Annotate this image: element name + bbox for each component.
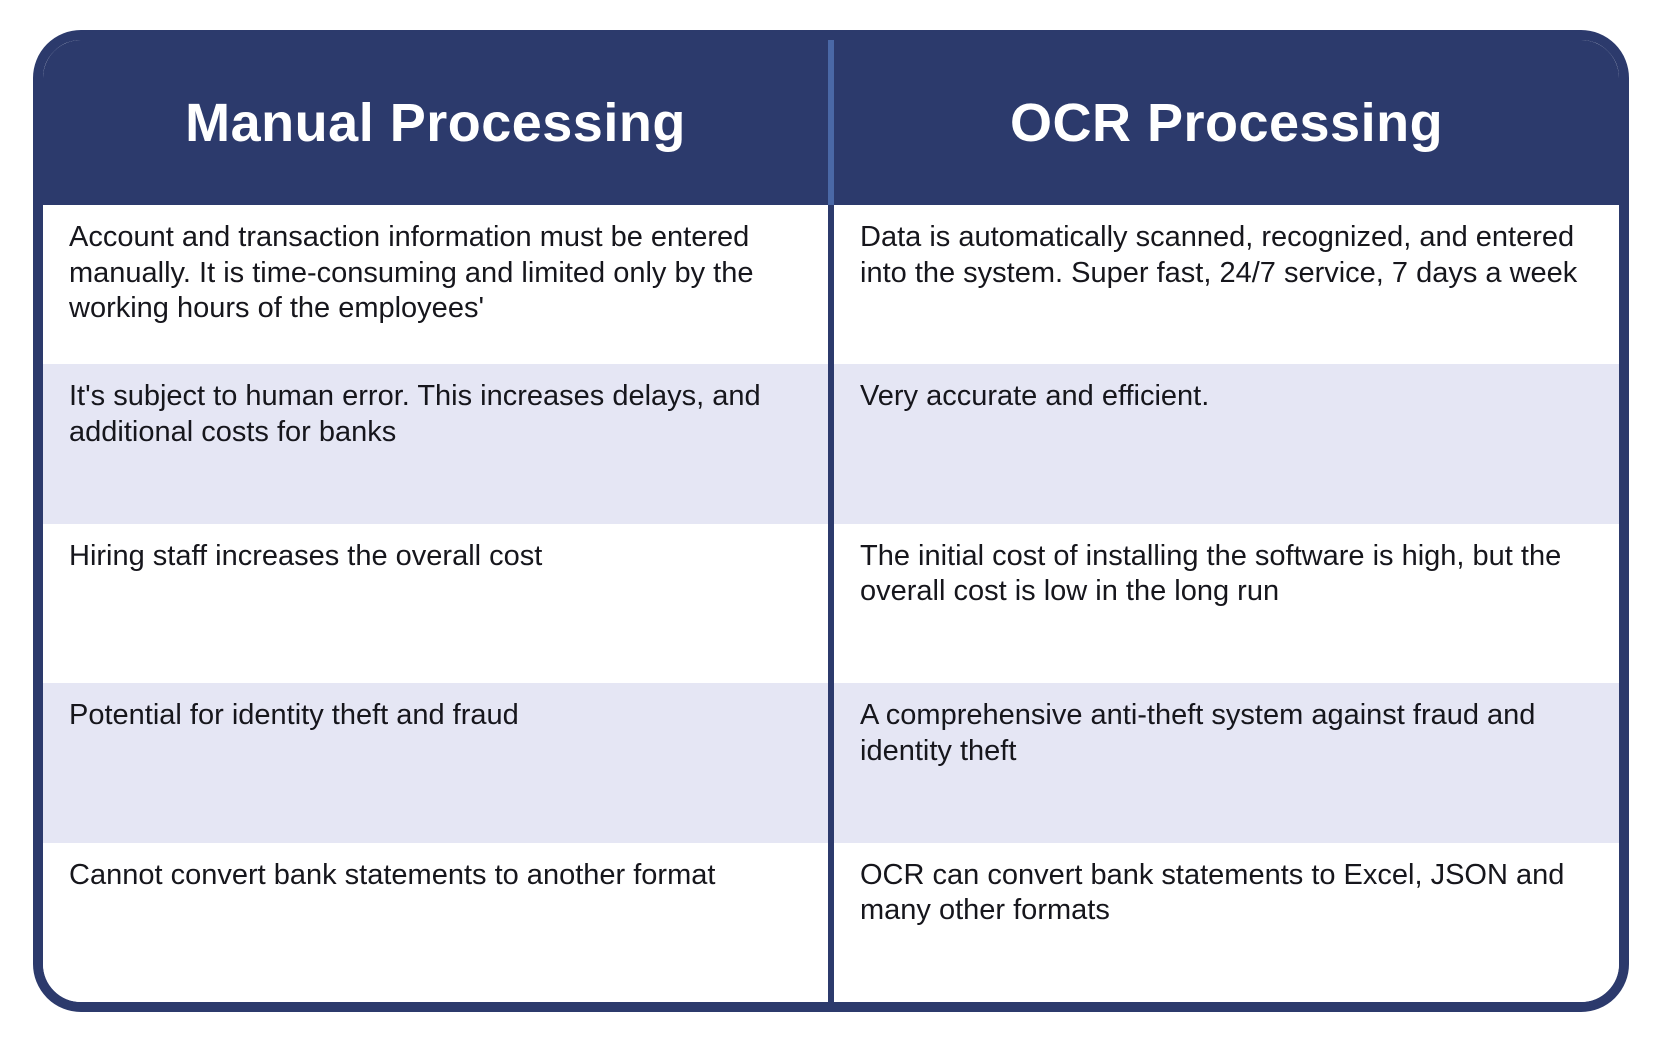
ocr-processing-header-label: OCR Processing <box>1009 92 1444 153</box>
manual-processing-header-label: Manual Processing <box>185 92 686 153</box>
ocr-processing-header: OCR Processing <box>834 40 1619 205</box>
table-cell-manual-row4: Potential for identity theft and fraud <box>43 683 828 843</box>
table-cell-manual-row5: Cannot convert bank statements to anothe… <box>43 842 828 1002</box>
column-manual-processing: Manual Processing Account and transactio… <box>43 40 828 1002</box>
column-divider <box>828 40 834 1002</box>
table-cell-ocr-row5: OCR can convert bank statements to Excel… <box>834 842 1619 1002</box>
column-ocr-processing: OCR Processing Data is automatically sca… <box>834 40 1619 1002</box>
table-cell-manual-row2: It's subject to human error. This increa… <box>43 364 828 524</box>
table-cell-ocr-row3: The initial cost of installing the softw… <box>834 523 1619 684</box>
table-cell-ocr-row2: Very accurate and efficient. <box>834 364 1619 524</box>
table-cell-ocr-row4: A comprehensive anti-theft system agains… <box>834 683 1619 843</box>
table-cell-manual-row1: Account and transaction information must… <box>43 205 828 365</box>
comparison-table: Manual Processing Account and transactio… <box>33 30 1629 1012</box>
table-cell-ocr-row1: Data is automatically scanned, recognize… <box>834 205 1619 365</box>
manual-processing-header: Manual Processing <box>43 40 828 205</box>
table-cell-manual-row3: Hiring staff increases the overall cost <box>43 523 828 684</box>
